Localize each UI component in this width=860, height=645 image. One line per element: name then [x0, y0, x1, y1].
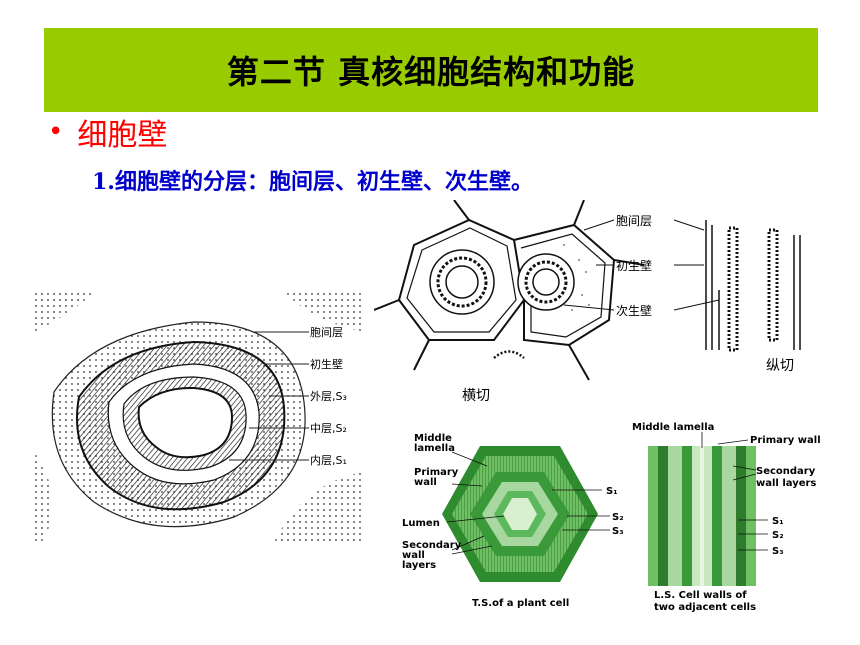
bullet-heading: • 细胞壁 [48, 110, 167, 154]
ts-s1-label: S₁ [606, 486, 618, 497]
slide-title: 第二节 真核细胞结构和功能 [226, 53, 636, 91]
ls-secondary-label-1: Secondary [756, 466, 816, 477]
left-label-primary: 初生壁 [310, 357, 343, 371]
ts-caption: T.S.of a plant cell [472, 598, 569, 609]
ts-secondary-label-1: Secondary [402, 540, 462, 551]
ts-middle-label-2: lamella [414, 443, 455, 454]
ls-s2-label: S₂ [772, 530, 784, 541]
ls-caption-2: two adjacent cells [654, 602, 756, 613]
top-label-middle-lamella: 胞间层 [616, 214, 652, 228]
ls-cell-walls-figure: Middle lamella Primary wall Secondary wa… [628, 418, 828, 618]
left-label-middle-lamella: 胞间层 [310, 326, 343, 339]
ts-s3-label: S₃ [612, 526, 624, 537]
ts-primary-label-2: wall [414, 477, 437, 488]
left-label-s1: 内层,S₁ [310, 453, 347, 467]
left-label-s3: 外层,S₃ [310, 390, 347, 403]
ls-s1-label: S₁ [772, 516, 784, 527]
ts-primary-label-1: Primary [414, 467, 459, 478]
ts-lumen-label: Lumen [402, 518, 440, 529]
bullet-dot: • [48, 117, 64, 147]
cross-cut-label: 横切 [462, 388, 490, 404]
ls-s3-label: S₃ [772, 546, 784, 557]
ts-secondary-label-2: wall [402, 550, 425, 561]
top-label-primary: 初生壁 [616, 258, 652, 273]
left-label-s2: 中层,S₂ [310, 422, 347, 435]
ts-middle-label-1: Middle [414, 433, 452, 444]
top-label-secondary: 次生壁 [616, 303, 652, 318]
ls-middle-label: Middle lamella [632, 422, 714, 433]
ls-secondary-label-2: wall layers [756, 478, 816, 489]
longitudinal-cut-label: 纵切 [766, 358, 794, 374]
wall-cuts-figure: 胞间层 初生壁 次生壁 横切 纵切 [374, 200, 824, 410]
bullet-text: 细胞壁 [77, 118, 168, 153]
ts-s2-label: S₂ [612, 512, 624, 523]
layer-description: 1.细胞壁的分层：胞间层、初生壁、次生壁。 [92, 169, 533, 195]
ls-caption-1: L.S. Cell walls of [654, 590, 747, 601]
ts-secondary-label-3: layers [402, 560, 436, 571]
wall-cross-section-figure: 胞间层 初生壁 外层,S₃ 中层,S₂ 内层,S₁ [34, 292, 364, 542]
ts-plant-cell-figure: Middle lamella Primary wall Lumen Second… [392, 426, 642, 616]
ls-primary-label: Primary wall [750, 435, 821, 446]
title-bar: 第二节 真核细胞结构和功能 [44, 28, 818, 112]
